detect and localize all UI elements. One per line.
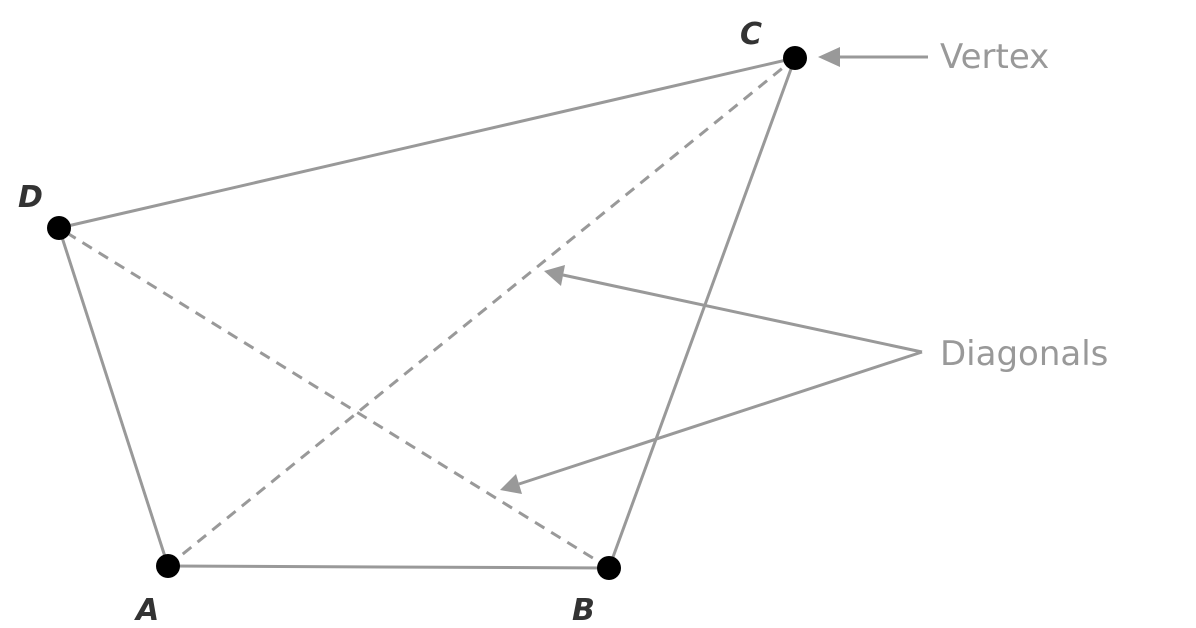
vertex-a-label: A: [134, 593, 159, 628]
vertex-b-dot: [597, 556, 621, 580]
diagonals-pointer-arrowhead-upper: [544, 265, 565, 286]
diagonal-ac: [167, 56, 796, 568]
vertex-annotation-label: Vertex: [940, 37, 1049, 77]
side-bc: [607, 57, 797, 569]
diagonals-annotation-label: Diagonals: [940, 334, 1108, 374]
vertex-b-label: B: [572, 593, 595, 628]
vertex-c-label: C: [740, 17, 762, 52]
diagonal-bd: [58, 226, 610, 570]
vertex-d-dot: [47, 216, 71, 240]
vertex-d-label: D: [18, 180, 43, 215]
vertex-a-dot: [156, 554, 180, 578]
vertex-c-dot: [783, 46, 807, 70]
side-da: [57, 227, 170, 567]
diagonals-pointer-line-upper: [562, 273, 923, 354]
diagonals-pointer-line-lower: [518, 350, 923, 486]
side-cd: [58, 56, 796, 230]
side-ab: [167, 564, 610, 570]
diagonals-pointer-arrowhead-lower: [500, 474, 522, 494]
vertex-pointer-arrowhead: [818, 47, 840, 67]
